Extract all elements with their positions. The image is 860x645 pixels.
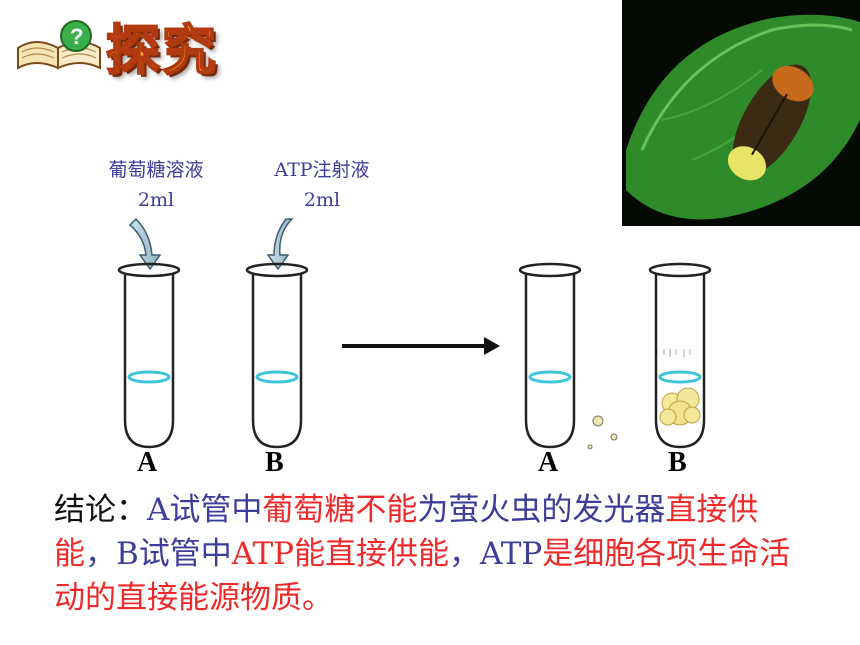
tube-letter-a-after: A (538, 447, 559, 478)
test-tube-a-after (518, 262, 582, 449)
conclusion-part-9: 是细胞各项生命活动的直接能源物质。 (54, 536, 791, 616)
glow-cluster-icon (659, 387, 701, 426)
pour-arrow-b-icon (266, 218, 294, 271)
atp-injection-label: ATP注射液 2ml (252, 155, 392, 215)
glucose-solution-label: 葡萄糖溶液 2ml (86, 155, 226, 215)
atp-label-volume: 2ml (303, 189, 341, 211)
glucose-label-volume: 2ml (137, 189, 175, 211)
tube-letter-b-before: B (265, 447, 284, 478)
conclusion-text: 结论：A试管中葡萄糖不能为萤火虫的发光器直接供能，B试管中ATP能直接供能，AT… (54, 488, 814, 620)
glucose-label-name: 葡萄糖溶液 (108, 159, 204, 181)
conclusion-part-2: A试管中 (147, 492, 263, 528)
firefly-photo (622, 0, 860, 226)
conclusion-prefix: 结论： (54, 492, 147, 528)
atp-label-name: ATP注射液 (274, 159, 370, 181)
pour-arrow-a-icon (128, 217, 162, 271)
test-tube-diagram: A B A B (117, 217, 712, 478)
book-question-icon: ? (17, 20, 101, 70)
light-dots-icon (587, 415, 618, 450)
reaction-arrow-icon (342, 337, 500, 355)
page-title: 探究 (105, 17, 218, 83)
conclusion-part-5: 直接供能 (54, 492, 759, 572)
tube-letter-a-before: A (137, 447, 158, 478)
svg-text:?: ? (70, 24, 83, 49)
test-tube-b-after (648, 262, 712, 449)
conclusion-part-4: 为萤火虫的发光器 (417, 492, 666, 528)
conclusion-part-8: ，ATP (449, 536, 543, 572)
conclusion-part-7: ATP能直接供能 (231, 536, 450, 572)
tube-letter-b-after: B (668, 447, 687, 478)
conclusion-part-6: ，B试管中 (85, 536, 232, 572)
test-tube-b-before (245, 262, 309, 449)
conclusion-part-3: 葡萄糖不能 (262, 492, 418, 528)
test-tube-a-before (117, 262, 181, 449)
